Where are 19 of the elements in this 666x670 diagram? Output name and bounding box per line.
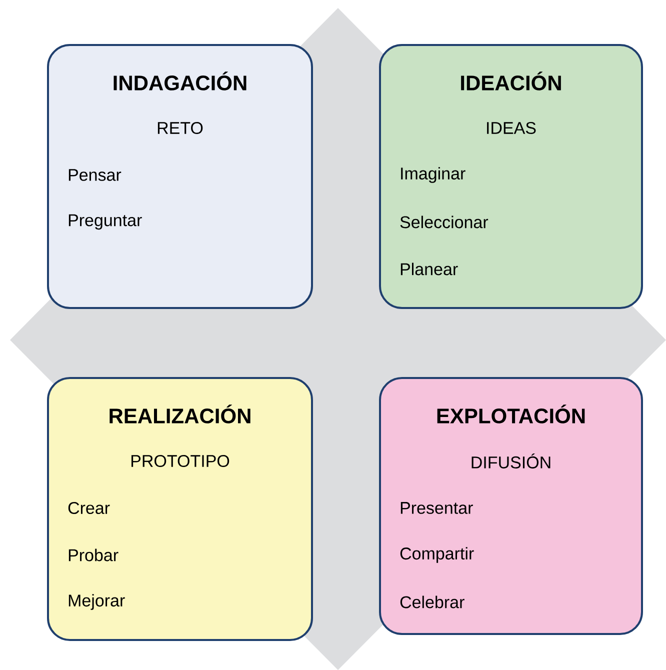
- step-text: Crear: [68, 502, 110, 514]
- phase-heading: REALIZACIÓN: [110, 404, 250, 424]
- step-text: Preguntar: [68, 214, 142, 230]
- step-text: Compartir: [400, 547, 474, 563]
- step-text: Planear: [400, 262, 458, 276]
- step-text: Celebrar: [400, 596, 464, 608]
- step-text: Pensar: [68, 169, 122, 181]
- step-text: Presentar: [400, 502, 473, 514]
- phase-heading: EXPLOTACIÓN: [437, 404, 585, 424]
- step-text: Seleccionar: [400, 216, 488, 228]
- phase-subheading: DIFUSIÓN: [472, 454, 550, 468]
- step-text: Imaginar: [401, 167, 466, 183]
- step-text: Mejorar: [68, 594, 125, 610]
- phase-heading: INDAGACIÓN: [114, 72, 246, 90]
- phase-subheading: PROTOTIPO: [132, 454, 230, 468]
- phase-subheading: RETO: [158, 122, 203, 134]
- phase-heading: IDEACIÓN: [461, 72, 561, 90]
- phase-subheading: IDEAS: [487, 122, 536, 134]
- step-text: Probar: [68, 548, 118, 562]
